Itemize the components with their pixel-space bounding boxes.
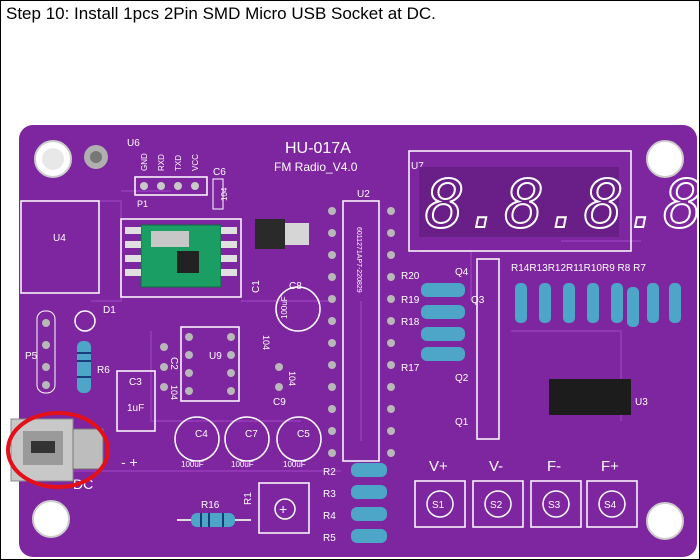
label-u4: U4 bbox=[53, 233, 66, 244]
svg-text:+: + bbox=[279, 501, 287, 517]
label-c8: C8 bbox=[289, 281, 302, 292]
pin-label-rxd: RXD bbox=[157, 154, 166, 171]
label-r20: R20 bbox=[401, 271, 420, 282]
label-c5: C5 bbox=[297, 429, 310, 440]
label-vplus: V+ bbox=[429, 458, 448, 475]
label-r16: R16 bbox=[201, 500, 220, 511]
label-u3: U3 bbox=[635, 397, 648, 408]
label-vminus: V- bbox=[489, 458, 503, 475]
pin-label-txd: TXD bbox=[174, 155, 183, 171]
label-c1: C1 bbox=[251, 280, 262, 293]
board-title: HU-017A bbox=[285, 140, 351, 157]
label-r4: R4 bbox=[323, 511, 336, 522]
seven-segment-display bbox=[419, 167, 619, 237]
label-fminus: F- bbox=[547, 458, 561, 475]
label-q4: Q4 bbox=[455, 267, 469, 278]
label-p5: P5 bbox=[25, 351, 38, 362]
pin-label-gnd: GND bbox=[140, 153, 149, 171]
resistors-r7-r14 bbox=[515, 283, 681, 327]
ic-u3 bbox=[549, 379, 631, 415]
mounting-holes bbox=[32, 140, 684, 540]
label-c8-value: 100uF bbox=[280, 296, 289, 319]
label-r18: R18 bbox=[401, 317, 420, 328]
label-c9: C9 bbox=[273, 397, 286, 408]
label-c7-value: 100uF bbox=[231, 460, 254, 469]
label-q1: Q1 bbox=[455, 417, 469, 428]
label-c7: C7 bbox=[245, 429, 258, 440]
label-s1: S1 bbox=[432, 500, 445, 511]
step-caption: Step 10: Install 1pcs 2Pin SMD Micro USB… bbox=[6, 4, 436, 23]
label-fplus: F+ bbox=[601, 458, 619, 475]
label-c2: C2 bbox=[168, 357, 179, 370]
label-u7: U7 bbox=[411, 161, 424, 172]
display-digits: 8.8.8.8. bbox=[425, 166, 699, 243]
label-d1: D1 bbox=[103, 305, 116, 316]
board-serial: 6011271AP7-220829 bbox=[355, 227, 362, 293]
highlight-circle bbox=[6, 411, 110, 489]
label-c5-value: 100uF bbox=[283, 460, 306, 469]
label-c6-value: 104 bbox=[220, 187, 229, 201]
u2-footprint bbox=[342, 200, 380, 462]
label-r3: R3 bbox=[323, 489, 336, 500]
label-c6: C6 bbox=[213, 167, 226, 178]
label-c4-value: 100uF bbox=[181, 460, 204, 469]
label-r19: R19 bbox=[401, 295, 420, 306]
resistors-r2-r5 bbox=[351, 463, 387, 543]
label-r5: R5 bbox=[323, 533, 336, 544]
label-s3: S3 bbox=[548, 500, 561, 511]
label-c4: C4 bbox=[195, 429, 208, 440]
svg-text:- +: - + bbox=[121, 454, 138, 470]
resistors-r17-r20 bbox=[421, 283, 465, 361]
label-u9: U9 bbox=[209, 351, 222, 362]
label-q3: Q3 bbox=[471, 295, 485, 306]
pin-label-vcc: VCC bbox=[191, 154, 200, 171]
label-q2: Q2 bbox=[455, 373, 469, 384]
label-s4: S4 bbox=[604, 500, 617, 511]
label-resistor-row: R14R13R12R11R10R9 R8 R7 bbox=[511, 263, 646, 274]
label-c3: C3 bbox=[129, 377, 142, 388]
label-c2-value: 104 bbox=[169, 385, 179, 400]
label-p1: P1 bbox=[137, 199, 148, 209]
label-r2: R2 bbox=[323, 467, 336, 478]
label-c9-value: 104 bbox=[287, 371, 297, 386]
label-u6: U6 bbox=[127, 138, 140, 149]
label-r17: R17 bbox=[401, 363, 420, 374]
label-u2: U2 bbox=[357, 189, 370, 200]
label-c1-value: 104 bbox=[261, 335, 271, 350]
board-subtitle: FM Radio_V4.0 bbox=[274, 160, 358, 174]
label-c3-value: 1uF bbox=[127, 403, 144, 414]
label-s2: S2 bbox=[490, 500, 503, 511]
micro-usb-socket bbox=[10, 418, 104, 482]
label-r6: R6 bbox=[97, 365, 110, 376]
label-r1: R1 bbox=[243, 492, 254, 505]
